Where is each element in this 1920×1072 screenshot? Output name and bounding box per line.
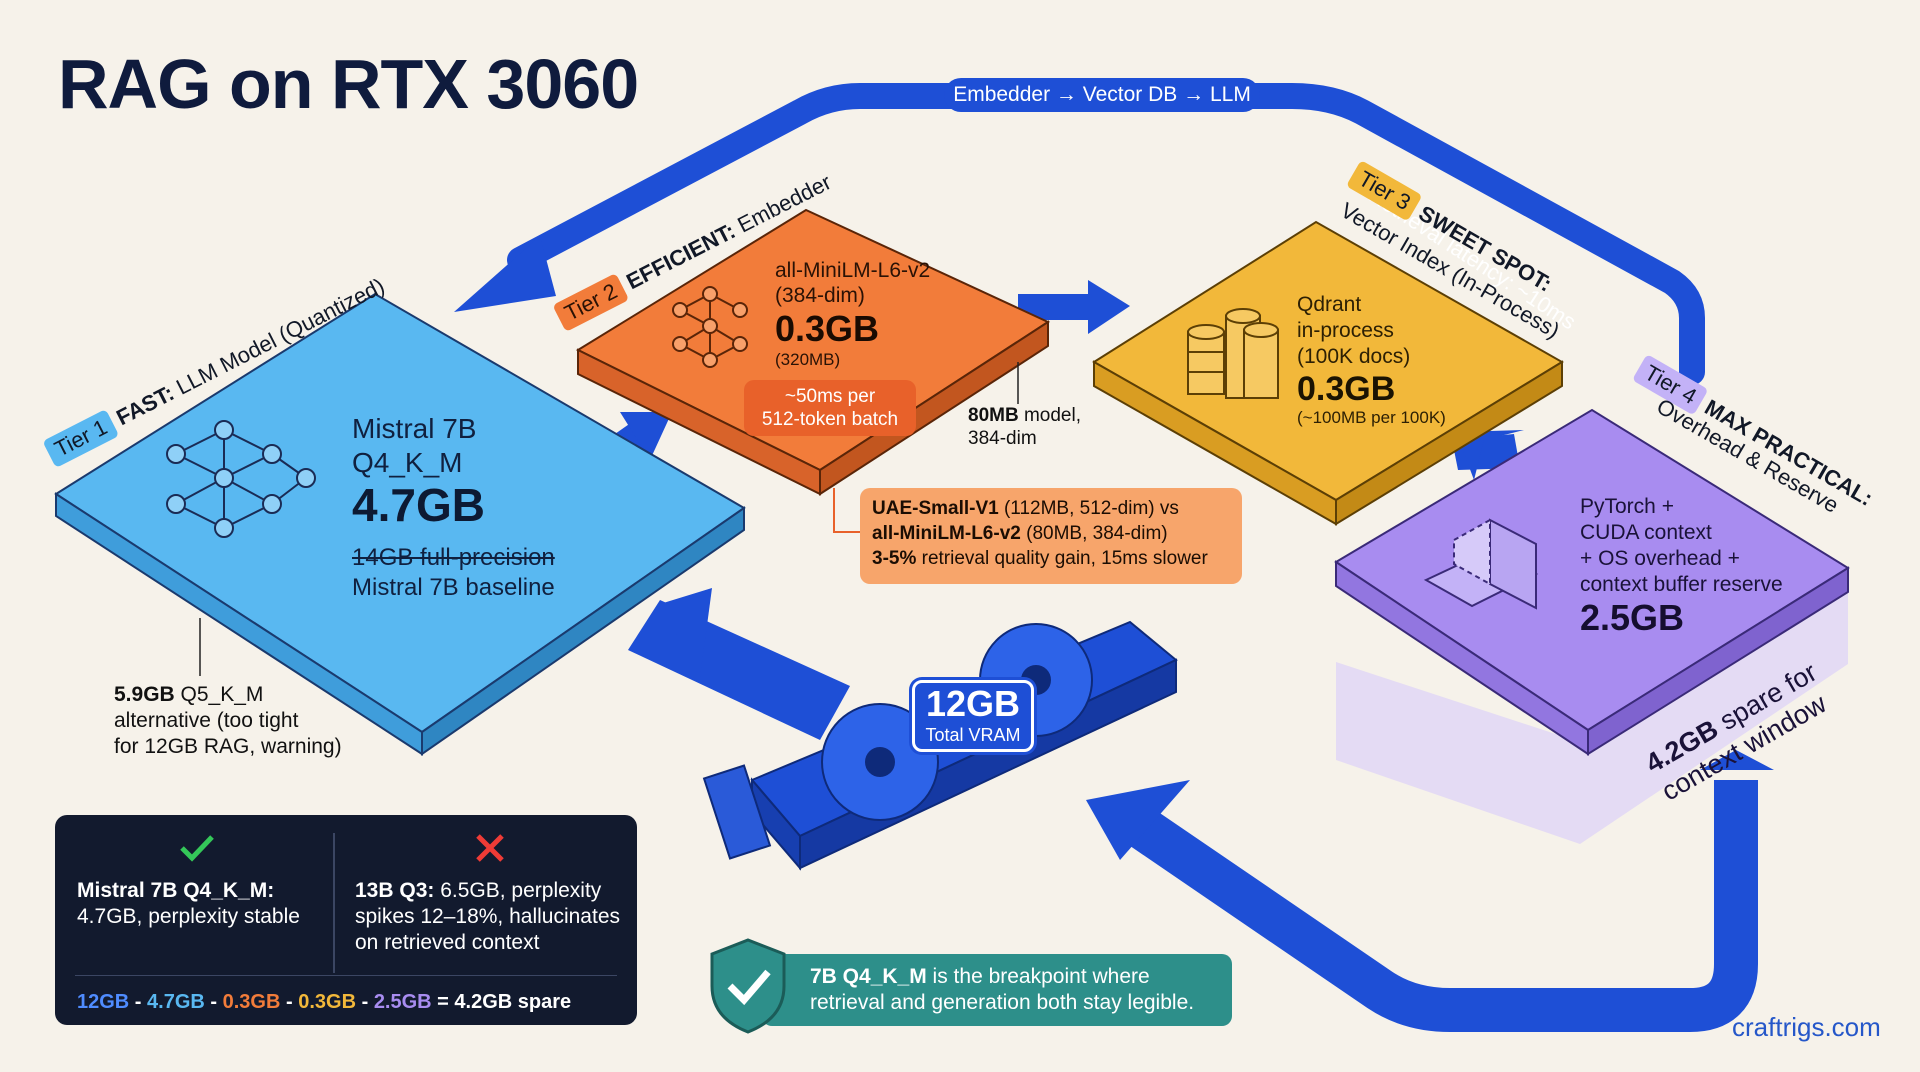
breakpoint-callout: 7B Q4_K_M is the breakpoint where retrie… [762, 954, 1232, 1026]
tier2-batch-line2: 512-token batch [744, 408, 916, 431]
tier2-batch-latency: ~50ms per 512-token batch [744, 380, 916, 436]
tier1-alt-quant: Q5_K_M [175, 683, 264, 706]
compare-model-a: UAE-Small-V1 [872, 498, 999, 519]
equation-term-4: 0.3GB [223, 991, 281, 1013]
check-icon [77, 833, 317, 870]
compare-model-a-detail: (112MB, 512-dim) vs [999, 498, 1179, 519]
vram-total: 12GB [915, 683, 1031, 725]
compare-gain: 3-5% [872, 548, 916, 569]
tier2-note-rest: model, [1019, 405, 1081, 426]
bad-option-title: 13B Q3: [355, 879, 434, 902]
tier1-full-precision: 14GB full-precision [352, 544, 555, 572]
equation-term-8: 2.5GB [374, 991, 432, 1013]
tier4-line4: context buffer reserve [1580, 572, 1783, 598]
tier4-line1: PyTorch + [1580, 494, 1783, 520]
compare-gain-detail: retrieval quality gain, 15ms slower [916, 548, 1207, 569]
cube-icon [1426, 520, 1536, 608]
vram-badge: 12GB Total VRAM [912, 680, 1034, 752]
embedder-network-icon [673, 287, 747, 367]
good-option: Mistral 7B Q4_K_M: 4.7GB, perplexity sta… [77, 833, 317, 930]
tier2-model: all-MiniLM-L6-v2 (384-dim) [775, 258, 930, 308]
tier2-batch-line1: ~50ms per [744, 385, 916, 408]
database-icon [1188, 309, 1278, 398]
tier1-baseline: Mistral 7B baseline [352, 574, 555, 602]
tier2-note-line2: 384-dim [968, 427, 1081, 450]
callout-bold: 7B Q4_K_M [810, 965, 927, 988]
tier4-size: 2.5GB [1580, 597, 1684, 639]
tier3-line2: in-process [1297, 318, 1410, 344]
compare-model-b-detail: (80MB, 384-dim) [1021, 523, 1168, 544]
tier2-size-detail: (320MB) [775, 350, 840, 370]
tier1-model: Mistral 7B Q4_K_M [352, 412, 476, 480]
tier2-note-size: 80MB [968, 405, 1019, 426]
tier4-line3: + OS overhead + [1580, 546, 1783, 572]
callout-line2: retrieval and generation both stay legib… [810, 990, 1232, 1016]
equation-term-5: - [280, 991, 298, 1013]
equation-term-6: 0.3GB [298, 991, 356, 1013]
tier3-line1: Qdrant [1297, 292, 1410, 318]
equation-term-3: - [205, 991, 223, 1013]
tier2-model-line1: all-MiniLM-L6-v2 [775, 258, 930, 283]
vram-label: Total VRAM [915, 725, 1031, 745]
good-option-title: Mistral 7B Q4_K_M: [77, 878, 317, 904]
tier3-index: Qdrant in-process (100K docs) [1297, 292, 1410, 370]
panel-divider-horizontal [75, 975, 617, 976]
equation-term-0: 12GB [77, 991, 129, 1013]
tier3-size: 0.3GB [1297, 370, 1395, 409]
tier2-model-line2: (384-dim) [775, 283, 930, 308]
tier1-alt-line2: alternative (too tight [114, 708, 342, 734]
tier2-model-note: 80MB model, 384-dim [968, 404, 1081, 450]
embedder-comparison-box: UAE-Small-V1 (112MB, 512-dim) vs all-Min… [860, 488, 1242, 584]
bad-option: 13B Q3: 6.5GB, perplexity spikes 12–18%,… [355, 833, 625, 956]
equation-term-7: - [356, 991, 374, 1013]
tier1-size: 4.7GB [352, 478, 485, 532]
shield-check-icon [706, 936, 790, 1036]
equation-term-1: - [129, 991, 147, 1013]
callout-rest: is the breakpoint where [927, 965, 1150, 988]
site-url: craftrigs.com [1732, 1012, 1881, 1043]
tier4-overhead: PyTorch + CUDA context + OS overhead + c… [1580, 494, 1783, 598]
tier1-model-line2: Q4_K_M [352, 446, 476, 480]
compare-model-b: all-MiniLM-L6-v2 [872, 523, 1021, 544]
tier3-size-detail: (~100MB per 100K) [1297, 408, 1446, 428]
bad-option-body-3: on retrieved context [355, 930, 625, 956]
equation-term-9: = 4.2GB spare [432, 991, 572, 1013]
bad-option-body-2: spikes 12–18%, hallucinates [355, 904, 625, 930]
panel-divider-vertical [333, 833, 335, 973]
neural-network-icon [167, 421, 315, 537]
tier1-alt-line3: for 12GB RAG, warning) [114, 734, 342, 760]
tier1-model-line1: Mistral 7B [352, 412, 476, 446]
x-icon [355, 833, 625, 870]
tier1-alternative-note: 5.9GB Q5_K_M alternative (too tight for … [114, 682, 342, 760]
tier4-line2: CUDA context [1580, 520, 1783, 546]
page-title: RAG on RTX 3060 [58, 44, 638, 124]
good-option-body: 4.7GB, perplexity stable [77, 904, 317, 930]
pipeline-label: Embedder → Vector DB → LLM [944, 78, 1260, 112]
comparison-panel: Mistral 7B Q4_K_M: 4.7GB, perplexity sta… [55, 815, 637, 1025]
equation-term-2: 4.7GB [147, 991, 205, 1013]
tier3-line3: (100K docs) [1297, 344, 1410, 370]
bad-option-body-1: 6.5GB, perplexity [434, 879, 601, 902]
tier2-size: 0.3GB [775, 308, 879, 350]
tier1-alt-size: 5.9GB [114, 683, 175, 706]
vram-equation: 12GB - 4.7GB - 0.3GB - 0.3GB - 2.5GB = 4… [77, 991, 571, 1014]
